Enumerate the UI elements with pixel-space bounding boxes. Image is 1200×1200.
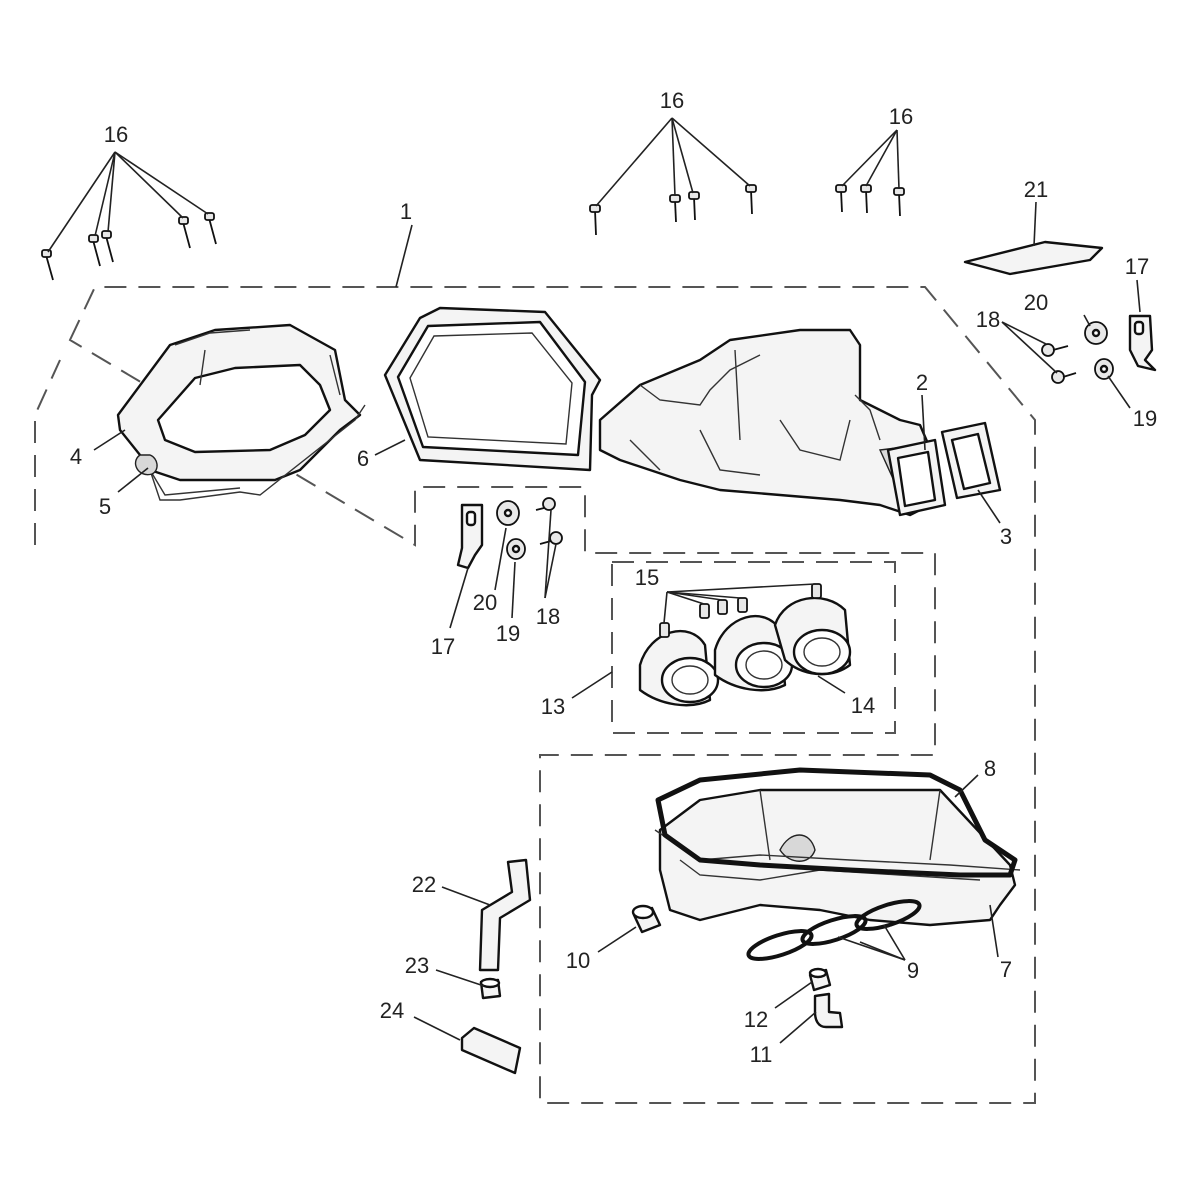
bracket-group-right [1041,314,1157,384]
callout-1: 1 [400,199,412,224]
screw-group-16-left [41,151,217,281]
o-rings-part-9 [746,899,922,961]
hose-clip-part-23 [479,977,502,1000]
elbow-pipe-part-11 [813,992,844,1029]
callout-16-middle: 16 [660,88,684,113]
screw-18-icon [535,497,556,511]
callout-12: 12 [744,1007,768,1032]
screw-group-16-right [835,129,905,217]
callout-9: 9 [907,958,919,983]
callout-20-middle: 20 [473,590,497,615]
screw-15-icon [659,622,670,638]
callout-4: 4 [70,444,82,469]
callout-19-right: 19 [1133,406,1157,431]
screw-15-icon [717,599,728,615]
callout-18-middle: 18 [536,604,560,629]
callout-19-middle: 19 [496,621,520,646]
lower-airbox-part-7 [654,788,1021,927]
callout-labels: 1 2 3 4 5 6 7 8 9 10 11 12 13 14 15 16 1… [70,88,1157,1067]
screw-16-icon [41,249,54,281]
assembly-13-outline [611,561,896,734]
screw-16-icon [745,184,757,215]
screw-group-16-middle [589,117,757,236]
intake-gasket-part-3 [940,421,1002,500]
assembly-outlines [34,286,1036,1104]
assembly-1-outline [34,286,1036,1104]
clip-part-12 [808,967,832,992]
callout-5: 5 [99,494,111,519]
screw-group-15 [659,583,822,638]
bracket-group-middle [456,497,563,570]
screw-15-icon [699,603,710,619]
screw-16-icon [835,184,847,213]
callout-13: 13 [541,694,565,719]
screw-15-icon [737,597,748,613]
screw-16-icon [893,187,905,217]
callout-21: 21 [1024,177,1048,202]
callout-20-right: 20 [1024,290,1048,315]
callout-23: 23 [405,953,429,978]
airbox-lid-frame-part-4-5 [116,323,366,501]
screw-16-icon [860,184,872,214]
callout-10: 10 [566,948,590,973]
grommet-part-10 [631,904,662,934]
callout-16-left: 16 [104,122,128,147]
screw-16-icon [669,194,681,223]
washer-19-icon [1094,358,1114,380]
callout-18-right: 18 [976,307,1000,332]
screw-18-icon [539,531,563,545]
breather-hose-part-22 [478,858,532,972]
screw-16-icon [589,204,601,236]
callout-6: 6 [357,446,369,471]
screw-16-icon [88,234,101,267]
leader-lines [93,201,1141,1044]
callout-7: 7 [1000,957,1012,982]
screw-15-icon [811,583,822,599]
screw-18-icon [1041,343,1069,357]
washer-19-icon [506,538,526,560]
screw-16-icon [204,212,217,245]
callout-2: 2 [916,370,928,395]
pad-part-24 [460,1026,522,1075]
screw-16-icon [101,230,114,263]
screw-16-icon [178,216,191,249]
washer-20-icon [1084,321,1108,345]
callout-24: 24 [380,998,404,1023]
callout-17-middle: 17 [431,634,455,659]
upper-airbox-body [598,328,937,517]
callout-16-right: 16 [889,104,913,129]
callout-3: 3 [1000,524,1012,549]
intake-trumpets-part-13-14 [638,596,852,707]
airbox-seal-part-8 [655,767,1018,878]
callout-15: 15 [635,565,659,590]
intake-seal-part-2 [886,438,947,517]
foam-pad-part-21 [963,240,1104,276]
callout-8: 8 [984,756,996,781]
callout-11: 11 [750,1042,773,1067]
callout-22: 22 [412,872,436,897]
screw-18-icon [1051,370,1077,384]
screw-16-icon [688,191,700,221]
callout-17-right: 17 [1125,254,1149,279]
callout-14: 14 [851,693,875,718]
washer-20-icon [496,500,520,526]
air-filter-part-6 [383,306,602,472]
